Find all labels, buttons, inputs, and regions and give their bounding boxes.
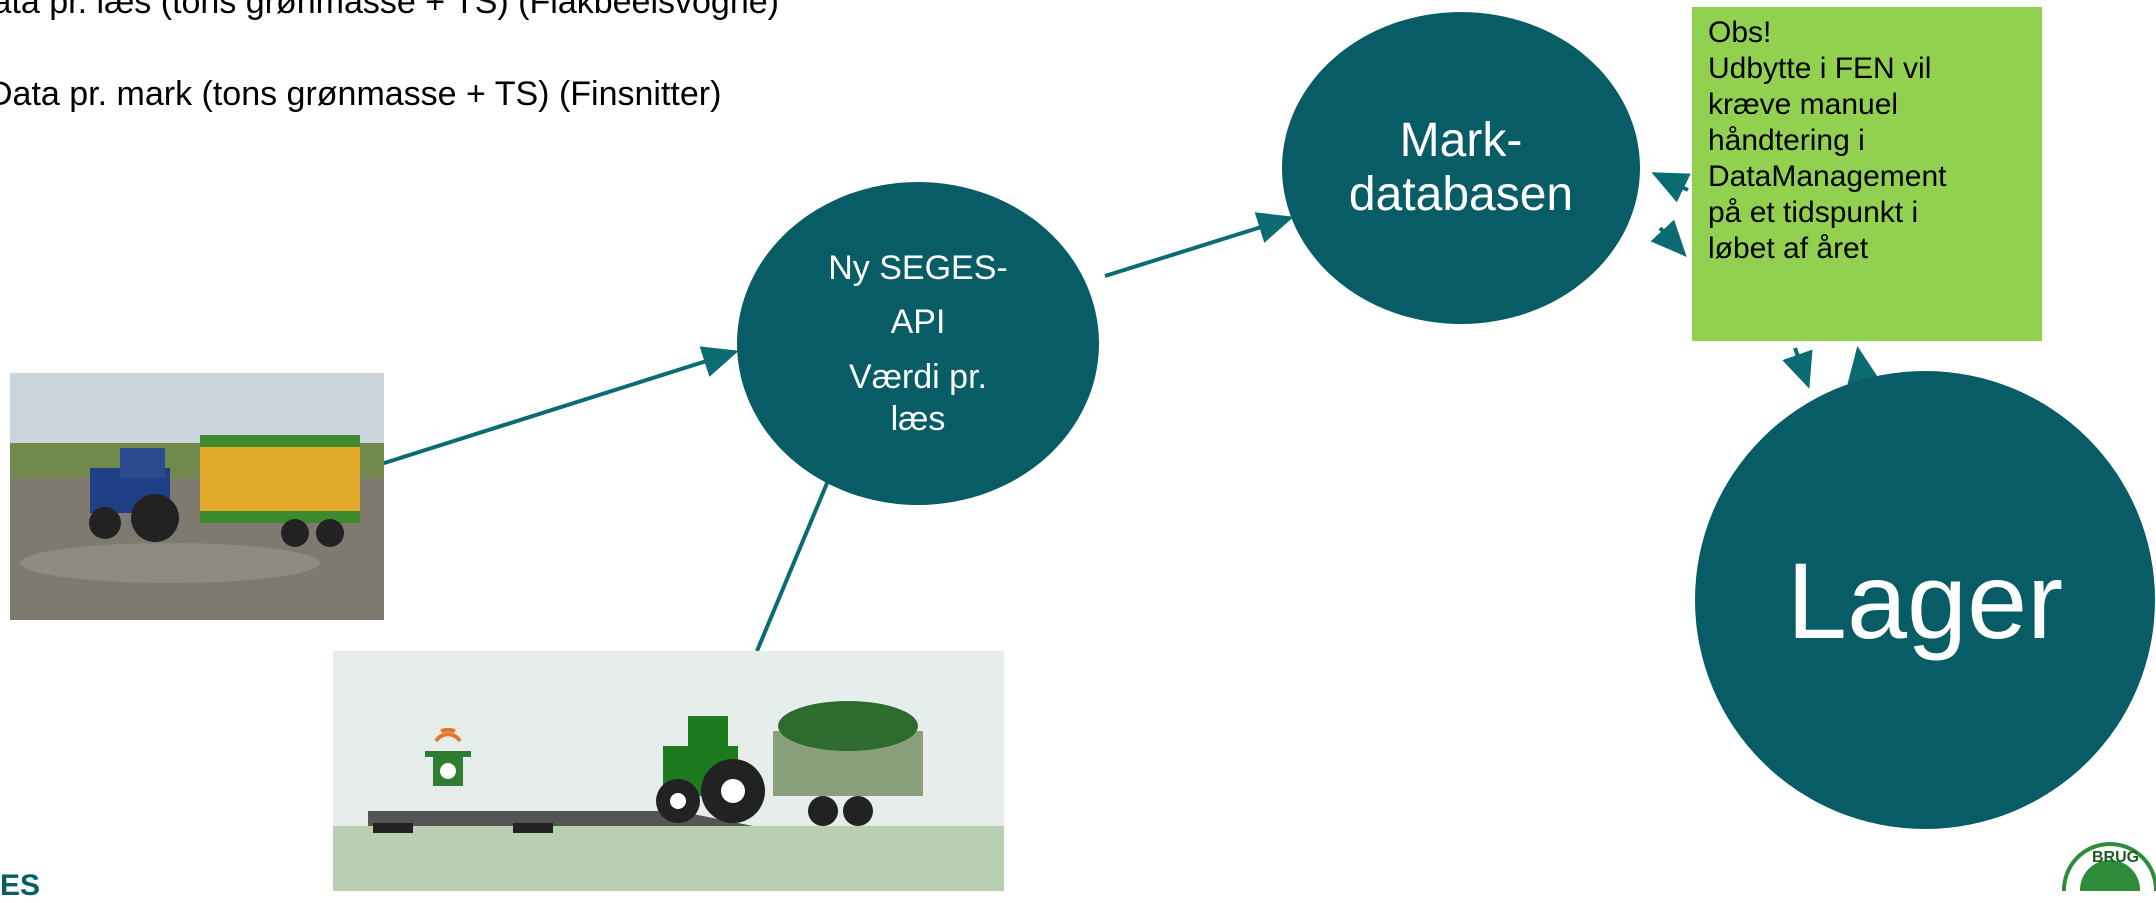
arrow-scale-to-api [755, 448, 843, 652]
seges-logo-fragment: ES [0, 869, 41, 902]
tractor-icon [656, 716, 765, 823]
mark-node-line1: Mark- [1399, 114, 1523, 168]
note-box: Obs! Udbytte i FEN vil kræve manuel hånd… [1692, 7, 2042, 341]
mark-database-node: Mark- databasen [1282, 12, 1640, 324]
note-line: løbet af året [1708, 232, 1869, 265]
trailer-icon [773, 701, 923, 826]
arrow-note-to-mark [1651, 172, 1691, 203]
scale-illustration [333, 651, 1004, 891]
api-node: Ny SEGES- API Værdi pr. læs [737, 182, 1099, 505]
api-node-line3: Værdi pr. [849, 357, 987, 396]
mark-node-line2: databasen [1348, 168, 1574, 221]
note-line: på et tidspunkt i [1708, 196, 1919, 229]
header-line-2: Data pr. mark (tons grønmasse + TS) (Fin… [0, 75, 722, 113]
arrow-note-to-lager [1782, 347, 1813, 389]
arrow-api-to-mark [1104, 212, 1294, 278]
logo-text: BRUG [2092, 849, 2139, 866]
api-node-line4: læs [890, 400, 946, 438]
lager-node: Lager [1695, 371, 2155, 829]
api-node-line2: API [890, 303, 946, 341]
note-line: Obs! [1708, 16, 1772, 49]
lager-node-label: Lager [1786, 539, 2064, 661]
arrow-mark-to-note [1650, 219, 1687, 257]
header-line-1: Data pr. læs (tons grønmasse + TS) (Flak… [0, 0, 779, 21]
scale-icon [425, 727, 471, 786]
note-line: Udbytte i FEN vil [1708, 52, 1932, 85]
api-node-line1: Ny SEGES- [828, 248, 1008, 287]
landbrug-logo: BRUG [2062, 838, 2156, 891]
note-line: kræve manuel [1708, 88, 1899, 121]
tractor-trailer-photo [10, 373, 384, 620]
note-line: håndtering i [1708, 124, 1865, 157]
arrow-photo-to-api [377, 346, 739, 467]
note-line: DataManagement [1708, 160, 1947, 193]
